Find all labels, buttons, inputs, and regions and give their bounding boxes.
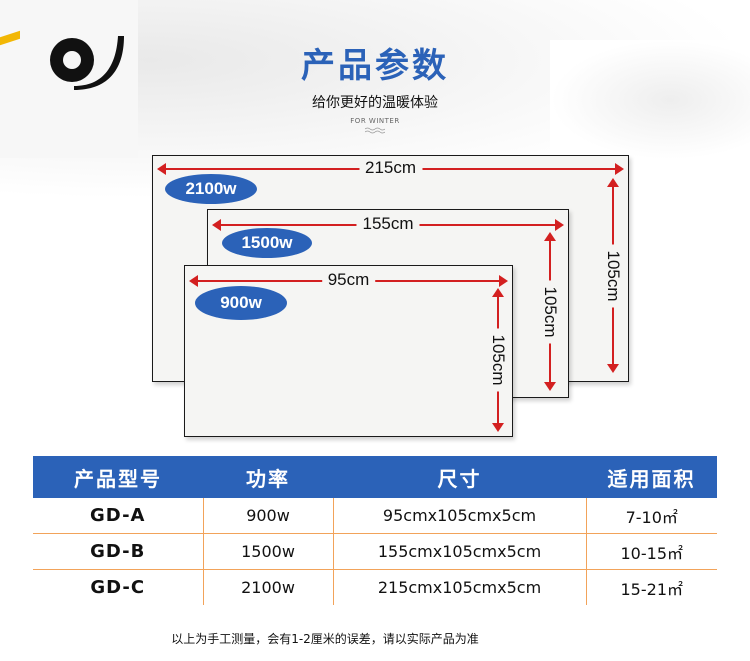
arrow-right-icon <box>499 275 508 287</box>
height-label: 105cm <box>539 279 561 344</box>
width-label: 215cm <box>358 157 423 179</box>
page-title: 产品参数 <box>301 46 449 86</box>
cell-model: GD-B <box>33 533 204 570</box>
arrow-right-icon <box>615 163 624 175</box>
wave-ornament-icon <box>365 127 385 134</box>
width-dimension-line: 95cm <box>189 269 508 291</box>
height-dimension-line: 105cm <box>539 232 561 391</box>
power-badge: 900w <box>195 286 287 320</box>
arrow-down-icon <box>544 382 556 391</box>
spec-table: 产品型号 功率 尺寸 适用面积 GD-A 900w 95cmx105cmx5cm… <box>33 456 717 605</box>
cell-size: 155cmx105cmx5cm <box>333 533 587 570</box>
cell-power: 1500w <box>203 533 334 570</box>
power-badge: 2100w <box>165 174 257 204</box>
arrow-down-icon <box>492 423 504 432</box>
cell-power: 900w <box>203 498 334 534</box>
panel-900w: 95cm 105cm 900w <box>184 265 513 437</box>
header-power: 功率 <box>203 456 333 498</box>
arrow-right-icon <box>555 219 564 231</box>
arrow-left-icon <box>157 163 166 175</box>
table-row: GD-C 2100w 215cmx105cmx5cm 15-21㎡ <box>33 569 717 605</box>
arrow-left-icon <box>212 219 221 231</box>
height-label: 105cm <box>602 243 624 308</box>
width-dimension-line: 155cm <box>212 213 564 235</box>
brand-logo-card <box>0 0 138 158</box>
table-header-row: 产品型号 功率 尺寸 适用面积 <box>33 456 717 498</box>
table-row: GD-A 900w 95cmx105cmx5cm 7-10㎡ <box>33 498 717 534</box>
arrow-up-icon <box>492 288 504 297</box>
tagline: FOR WINTER <box>350 117 400 125</box>
header-size: 尺寸 <box>333 456 586 498</box>
arrow-down-icon <box>607 364 619 373</box>
page-subtitle: 给你更好的温暖体验 <box>312 95 438 111</box>
brand-logo-icon <box>50 36 124 90</box>
background-wash-right <box>550 40 750 160</box>
width-dimension-line: 215cm <box>157 157 624 179</box>
cell-area: 10-15㎡ <box>586 533 717 570</box>
power-badge: 1500w <box>222 228 312 258</box>
table-row: GD-B 1500w 155cmx105cmx5cm 10-15㎡ <box>33 533 717 570</box>
header-model: 产品型号 <box>33 456 203 498</box>
width-label: 95cm <box>321 269 376 291</box>
height-dimension-line: 105cm <box>602 178 624 373</box>
header-area: 适用面积 <box>586 456 717 498</box>
height-label: 105cm <box>487 328 509 392</box>
width-label: 155cm <box>356 213 420 235</box>
cell-size: 95cmx105cmx5cm <box>333 498 587 534</box>
cell-power: 2100w <box>203 569 334 605</box>
height-dimension-line: 105cm <box>487 288 509 432</box>
cell-model: GD-C <box>33 569 204 605</box>
cell-area: 7-10㎡ <box>586 498 717 534</box>
arrow-left-icon <box>189 275 198 287</box>
arrow-up-icon <box>544 232 556 241</box>
cell-model: GD-A <box>33 498 204 534</box>
arrow-up-icon <box>607 178 619 187</box>
cell-size: 215cmx105cmx5cm <box>333 569 587 605</box>
cell-area: 15-21㎡ <box>620 579 684 599</box>
footnote: 以上为手工测量，会有1-2厘米的误差，请以实际产品为准 <box>171 632 479 646</box>
